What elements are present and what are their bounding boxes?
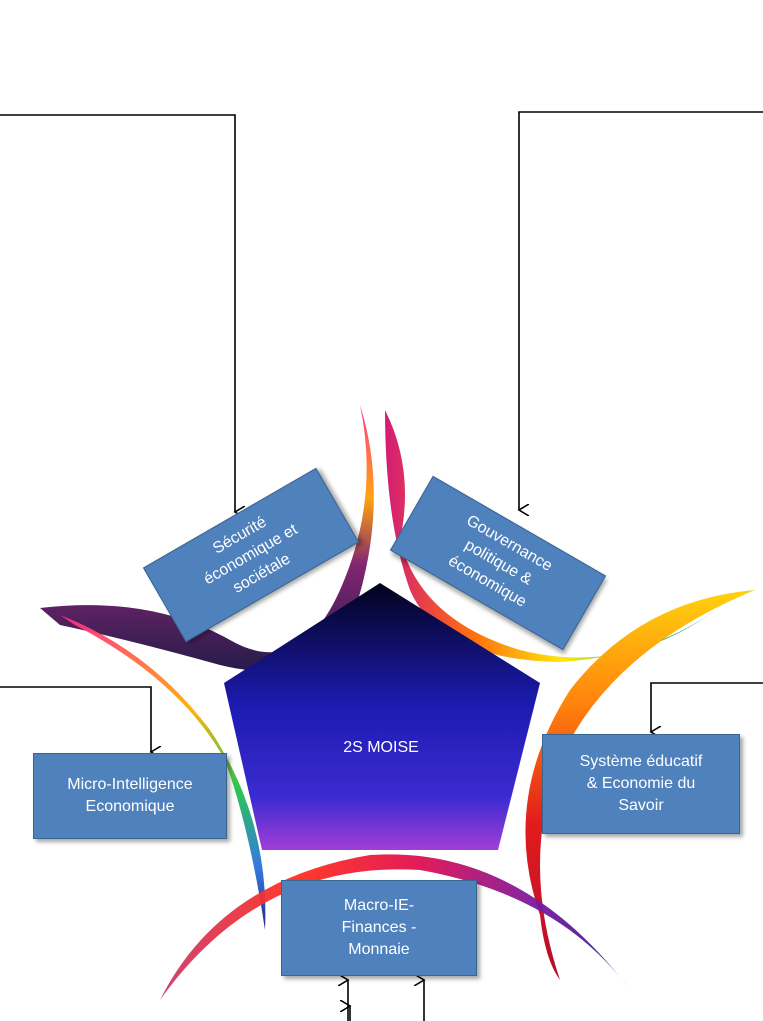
connectors — [0, 111, 763, 1021]
rainbow-arcs — [40, 405, 755, 1000]
connector-securite — [0, 114, 235, 512]
central-pentagon — [224, 583, 540, 850]
box-macro-ie-label: Macro-IE- Finances - Monnaie — [341, 897, 417, 958]
rainbow-arc-right — [525, 590, 755, 980]
box-systeme-educatif-label: Système éducatif & Economie du Savoir — [579, 753, 703, 814]
connector-micro-ie — [0, 686, 151, 752]
connector-gouvernance — [519, 111, 763, 510]
box-systeme-educatif[interactable]: Système éducatif & Economie du Savoir — [542, 734, 740, 834]
connector-systeme-educatif — [651, 682, 763, 732]
box-micro-ie-label: Micro-Intelligence Economique — [67, 776, 193, 815]
rainbow-arc-bottom — [160, 854, 630, 1000]
center-label: 2S MOISE — [343, 739, 419, 756]
box-micro-ie[interactable]: Micro-Intelligence Economique — [33, 753, 227, 839]
box-macro-ie[interactable]: Macro-IE- Finances - Monnaie — [281, 880, 477, 976]
